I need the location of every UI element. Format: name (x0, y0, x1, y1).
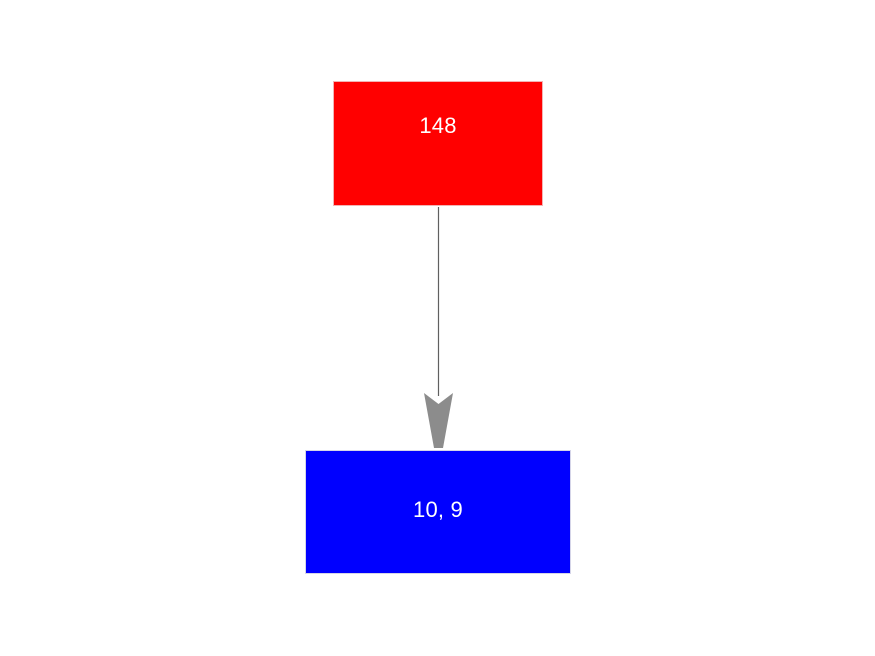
graph-node-red-label: 148 (419, 112, 457, 138)
edge-arrowhead-icon (424, 393, 453, 448)
edge-red-to-blue[interactable] (424, 207, 453, 448)
graph-node-blue-label: 10, 9 (413, 497, 463, 522)
graph-node-red[interactable]: 148 (333, 81, 543, 206)
graph-node-blue[interactable]: 10, 9 (305, 450, 571, 574)
